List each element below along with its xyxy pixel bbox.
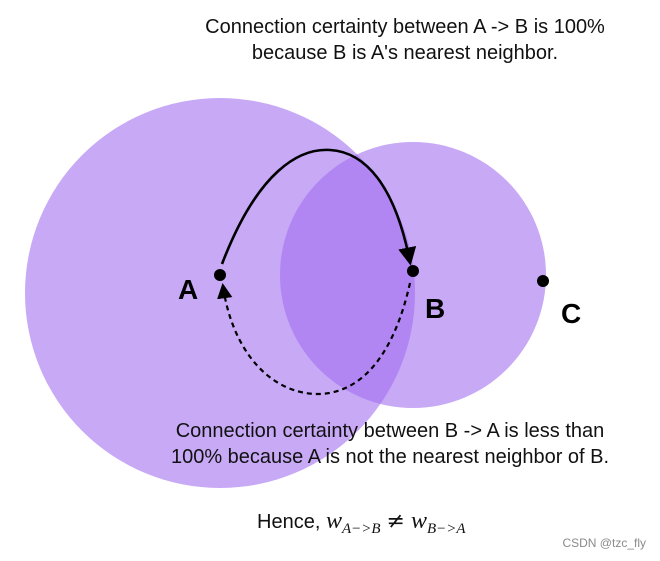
caption-b-to-a: Connection certainty between B -> A is l…	[170, 420, 610, 468]
point-a	[214, 269, 226, 281]
formula-lhs: wA−>B	[325, 508, 381, 537]
point-b	[407, 265, 419, 277]
point-label-b: B	[425, 293, 446, 324]
formula-lhs-subscript: A−>B	[341, 521, 381, 537]
formula-prefix: Hence,	[257, 511, 321, 533]
formula-rhs-symbol: w	[410, 508, 427, 534]
formula-lhs-symbol: w	[325, 508, 342, 534]
arrow-a-to-b	[220, 148, 417, 266]
watermark: CSDN @tzc_fly	[562, 536, 646, 550]
formula-rhs: wB−>A	[410, 508, 466, 537]
not-equal-sign: ≠	[386, 509, 405, 534]
point-label-a: A	[178, 274, 199, 305]
formula-rhs-subscript: B−>A	[426, 521, 466, 537]
point-label-c: C	[561, 298, 582, 329]
arrow-b-to-a	[217, 282, 412, 396]
point-c	[537, 275, 549, 287]
caption-a-to-b: Connection certainty between A -> B is 1…	[205, 16, 605, 64]
inequality-formula: Hence, wA−>B≠wB−>A	[257, 508, 466, 538]
